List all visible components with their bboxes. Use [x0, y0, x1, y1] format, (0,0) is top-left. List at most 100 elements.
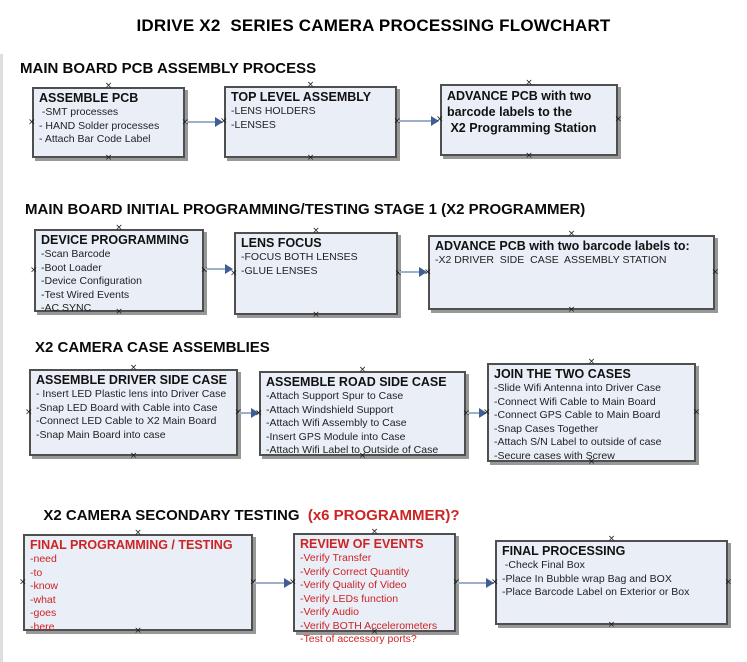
box-item: -AC SYNC — [41, 302, 92, 314]
box-item: -Device Configuration — [41, 275, 142, 287]
box-item: -Snap LED Board with Cable into Case — [36, 401, 218, 414]
connection-point-icon: × — [129, 451, 138, 461]
box-items: -Slide Wifi Antenna into Driver Case-Con… — [494, 382, 691, 463]
box-item: -Verify BOTH Accelerometers — [300, 619, 438, 632]
box-item: -Verify Audio — [300, 606, 359, 618]
box-item: -Attach Wifi Assembly to Case — [266, 417, 407, 429]
connection-point-icon: × — [525, 78, 533, 88]
connection-point-icon: × — [104, 81, 113, 91]
box-assemble-road-side-case[interactable]: ASSEMBLE ROAD SIDE CASE -Attach Support … — [255, 366, 470, 461]
connection-point-icon: × — [393, 116, 401, 127]
box-lens-focus[interactable]: LENS FOCUS -FOCUS BOTH LENSES-GLUE LENSE… — [230, 227, 402, 320]
connection-point-icon: × — [306, 153, 315, 163]
box-item: -goes — [30, 607, 57, 619]
box-item: -know — [30, 580, 59, 592]
box-item: -Attach Windshield Support — [266, 403, 394, 416]
box-title: TOP LEVEL ASSEMBLY — [231, 90, 372, 104]
box-bold-line: X2 Programming Station — [447, 121, 597, 135]
box-item: -Check Final Box — [502, 559, 585, 571]
box-items: -X2 DRIVER SIDE CASE ASSEMBLY STATION — [435, 254, 710, 268]
box-item: -what — [30, 593, 56, 606]
connection-point-icon: × — [312, 226, 320, 236]
section-heading-secondary-testing: X2 CAMERA SECONDARY TESTING (x6 PROGRAMM… — [35, 490, 459, 524]
connection-point-icon: × — [607, 620, 616, 630]
box-item: - HAND Solder processes — [39, 119, 160, 132]
box-item: - Insert LED Plastic lens into Driver Ca… — [36, 388, 227, 400]
box-item: -Connect LED Cable to X2 Main Board — [36, 415, 217, 427]
connection-point-icon: × — [525, 151, 533, 161]
connection-point-icon: × — [614, 114, 622, 125]
box-item: -Slide Wifi Antenna into Driver Case — [494, 382, 661, 394]
box-join-the-two-cases[interactable]: JOIN THE TWO CASES -Slide Wifi Antenna i… — [483, 358, 700, 467]
box-item: -to — [30, 566, 43, 579]
box-title: ASSEMBLE ROAD SIDE CASE — [266, 375, 447, 389]
box-top-level-assembly[interactable]: TOP LEVEL ASSEMBLY -LENS HOLDERS-LENSES … — [220, 81, 401, 163]
box-item: -Verify Transfer — [300, 552, 372, 564]
box-item: - Attach Bar Code Label — [39, 133, 151, 145]
arrow-line — [254, 582, 287, 584]
section-heading-initial-programming: MAIN BOARD INITIAL PROGRAMMING/TESTING S… — [25, 201, 586, 218]
page-title: IDRIVE X2 SERIES CAMERA PROCESSING FLOWC… — [136, 16, 611, 35]
box-item: -Insert GPS Module into Case — [266, 430, 406, 443]
box-items: - Insert LED Plastic lens into Driver Ca… — [36, 388, 233, 442]
box-item: -Place In Bubble wrap Bag and BOX — [502, 572, 672, 585]
box-item: -Verify Correct Quantity — [300, 565, 410, 578]
box-item: -Attach S/N Label to outside of case — [494, 436, 662, 448]
box-item: -here — [30, 620, 55, 633]
box-item: -Verify Quality of Video — [300, 579, 407, 591]
connection-point-icon: × — [30, 265, 38, 275]
arrow-head-icon — [479, 408, 487, 418]
box-item: -SMT processes — [39, 106, 119, 118]
box-final-processing[interactable]: FINAL PROCESSING -Check Final Box-Place … — [491, 535, 732, 630]
box-title: ADVANCE PCB with two barcode labels to: — [435, 239, 690, 253]
box-item: -Test of accessory ports? — [300, 633, 417, 645]
box-title: LENS FOCUS — [241, 236, 322, 250]
connection-point-icon: × — [104, 153, 113, 163]
section-heading-black-part: X2 CAMERA SECONDARY TESTING — [43, 507, 308, 524]
connection-point-icon: × — [370, 527, 379, 537]
box-item: -Boot Loader — [41, 261, 102, 274]
box-items: -Attach Support Spur to Case-Attach Wind… — [266, 390, 461, 458]
arrow-head-icon — [486, 578, 494, 588]
connection-point-icon: × — [28, 117, 36, 127]
connection-point-icon: × — [587, 357, 596, 367]
box-item: -Attach Support Spur to Case — [266, 390, 404, 402]
connection-point-icon: × — [567, 305, 576, 315]
box-item: -FOCUS BOTH LENSES — [241, 251, 358, 263]
connection-point-icon: × — [134, 528, 142, 538]
box-bold-line: ADVANCE PCB with two — [447, 89, 592, 103]
connection-point-icon: × — [358, 365, 367, 375]
box-item: -LENS HOLDERS — [231, 105, 316, 117]
box-item: -Test Wired Events — [41, 288, 130, 301]
connection-point-icon: × — [607, 534, 616, 544]
box-item: -Snap Main Board into case — [36, 428, 166, 441]
box-assemble-pcb[interactable]: ASSEMBLE PCB -SMT processes- HAND Solder… — [28, 82, 189, 163]
connection-point-icon: × — [312, 310, 320, 320]
arrow-line — [399, 271, 422, 273]
arrow-head-icon — [251, 408, 259, 418]
box-advance-pcb-driver-side[interactable]: ADVANCE PCB with two barcode labels to: … — [424, 230, 719, 315]
box-items: -Scan Barcode-Boot Loader-Device Configu… — [41, 248, 199, 316]
box-final-programming-testing[interactable]: FINAL PROGRAMMING / TESTING -need-to-kno… — [19, 529, 257, 636]
box-item: -need — [30, 553, 57, 565]
connection-point-icon: × — [306, 80, 315, 90]
box-assemble-driver-side-case[interactable]: ASSEMBLE DRIVER SIDE CASE - Insert LED P… — [25, 364, 242, 461]
box-items: -FOCUS BOTH LENSES-GLUE LENSES — [241, 251, 393, 278]
box-items: -Check Final Box-Place In Bubble wrap Ba… — [502, 559, 723, 600]
box-review-of-events[interactable]: REVIEW OF EVENTS -Verify Transfer-Verify… — [289, 528, 460, 646]
connection-point-icon: × — [129, 363, 138, 373]
box-item: -Verify LEDs function — [300, 592, 399, 605]
connection-point-icon: × — [115, 223, 123, 233]
box-items: -SMT processes- HAND Solder processes- A… — [39, 106, 180, 147]
arrow-head-icon — [225, 264, 233, 274]
box-device-programming[interactable]: DEVICE PROGRAMMING -Scan Barcode-Boot Lo… — [30, 224, 208, 317]
box-item: -Snap Cases Together — [494, 422, 599, 435]
arrow-head-icon — [284, 578, 292, 588]
box-title: JOIN THE TWO CASES — [494, 367, 631, 381]
box-item: -Secure cases with Screw — [494, 449, 615, 462]
arrow-head-icon — [215, 117, 223, 127]
box-title: FINAL PROGRAMMING / TESTING — [30, 538, 233, 552]
box-title: FINAL PROCESSING — [502, 544, 626, 558]
